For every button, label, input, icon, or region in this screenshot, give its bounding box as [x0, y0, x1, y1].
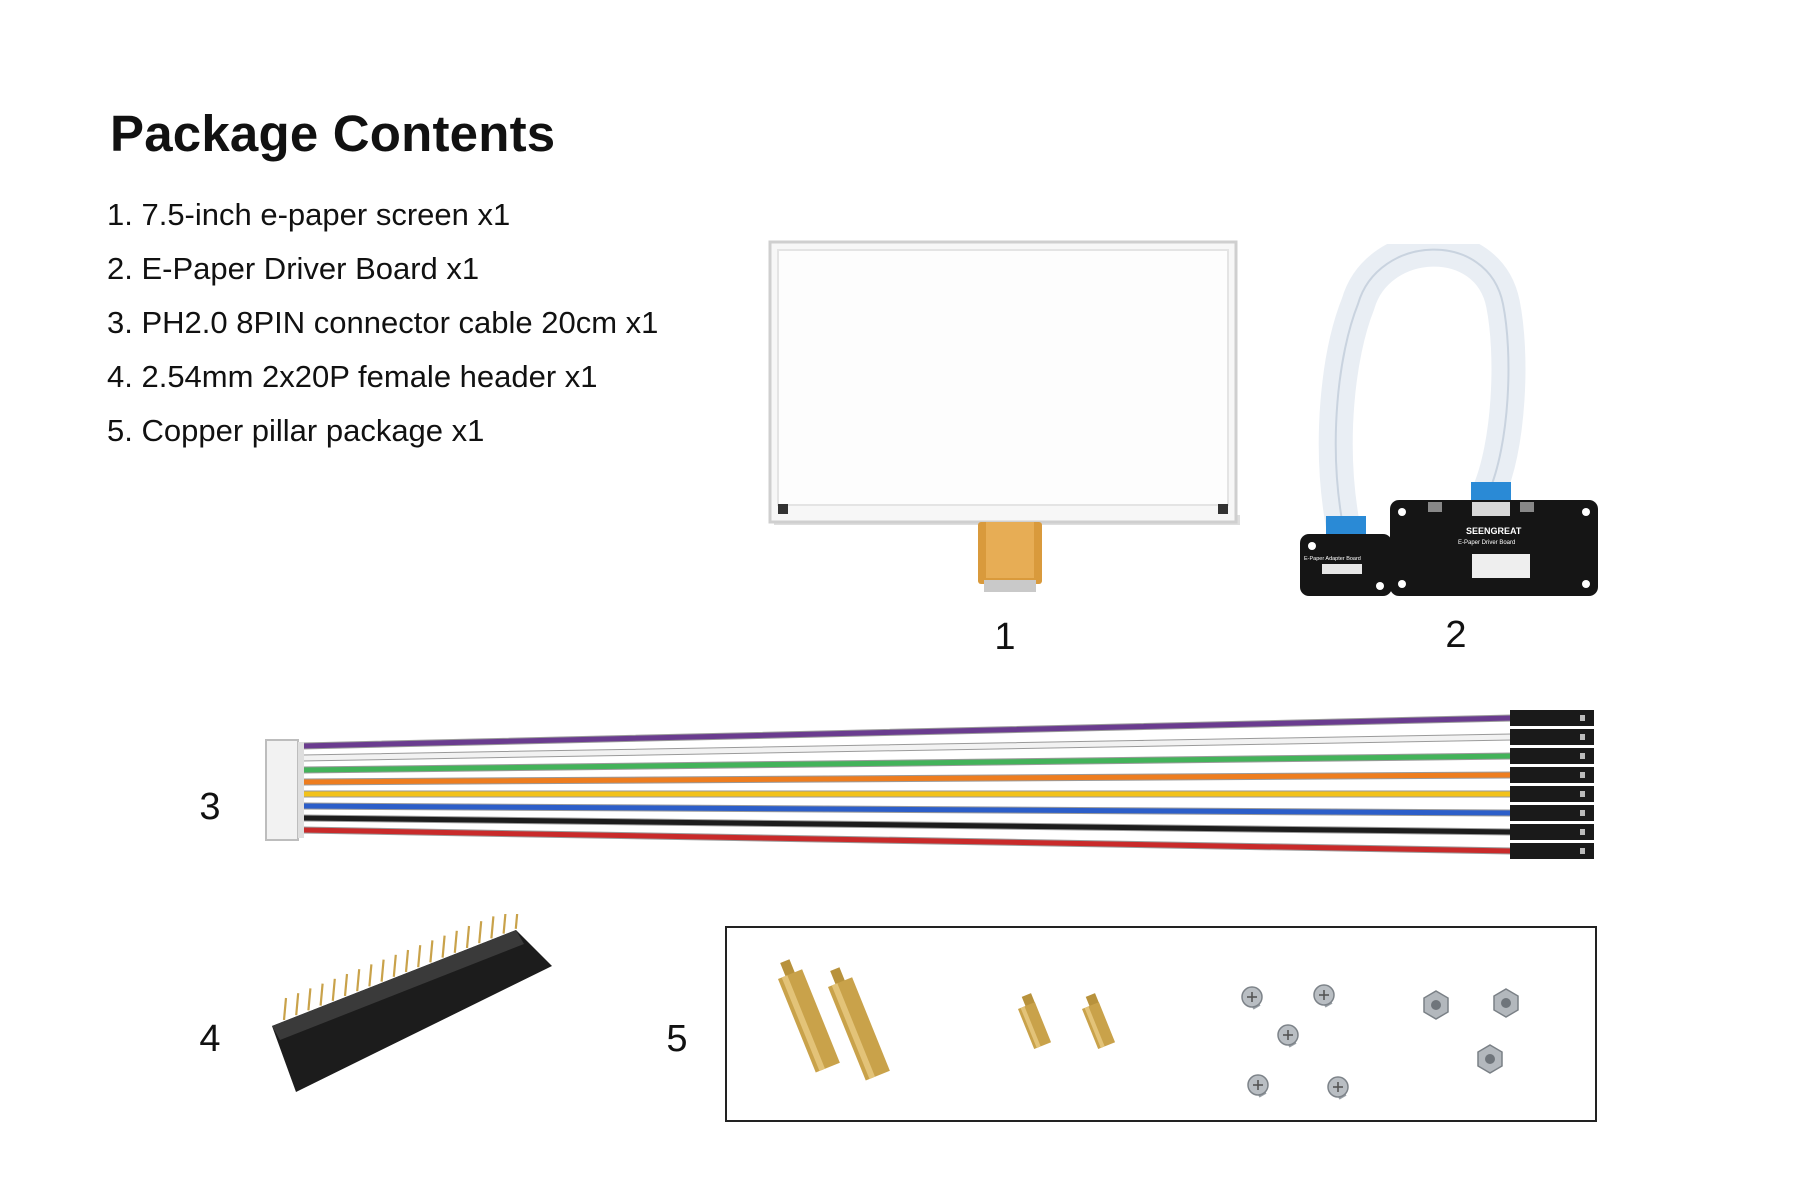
list-item: 4. 2.54mm 2x20P female header x1 — [107, 359, 598, 394]
screw — [1241, 986, 1263, 1010]
screw — [1277, 1024, 1299, 1048]
dupont-connector — [1510, 824, 1594, 840]
cable-wire — [299, 772, 1515, 785]
dupont-connector — [1510, 748, 1594, 764]
cable-wire — [299, 715, 1515, 749]
copper-pillar — [1018, 993, 1052, 1050]
item-number-5: 5 — [666, 1018, 688, 1060]
copper-pillar — [1082, 993, 1116, 1050]
board-adapter-label: E-Paper Adapter Board — [1304, 556, 1361, 562]
hex-nut — [1477, 1044, 1503, 1074]
cable-wire — [299, 734, 1515, 761]
driver-board-image: SEENGREAT E-Paper Driver Board E-Paper A… — [1300, 244, 1598, 596]
item-number-1: 1 — [994, 616, 1016, 658]
dupont-connector — [1510, 729, 1594, 745]
copper-pillar — [778, 959, 840, 1073]
cable-wire — [299, 753, 1515, 773]
dupont-connector — [1510, 767, 1594, 783]
hex-nut — [1423, 990, 1449, 1020]
item-number-3: 3 — [199, 786, 221, 828]
connector-cable-image — [265, 710, 1594, 859]
hex-nut — [1493, 988, 1519, 1018]
item-number-2: 2 — [1445, 614, 1467, 656]
screw — [1327, 1076, 1349, 1100]
item-number-4: 4 — [199, 1018, 221, 1060]
cable-wire — [299, 827, 1515, 854]
dupont-connector — [1510, 805, 1594, 821]
cable-wire — [299, 803, 1515, 816]
list-item: 5. Copper pillar package x1 — [107, 413, 485, 448]
board-driver-label: E-Paper Driver Board — [1458, 540, 1515, 546]
package-contents-list: 1. 7.5-inch e-paper screen x1 2. E-Paper… — [107, 195, 658, 465]
list-item: 1. 7.5-inch e-paper screen x1 — [107, 197, 511, 232]
female-header-image — [272, 914, 552, 1092]
page-title: Package Contents — [110, 105, 556, 162]
dupont-connector — [1510, 786, 1594, 802]
screw — [1313, 984, 1335, 1008]
list-item: 3. PH2.0 8PIN connector cable 20cm x1 — [107, 305, 659, 340]
screw — [1247, 1074, 1269, 1098]
cable-wire — [299, 815, 1515, 835]
dupont-connector — [1510, 710, 1594, 726]
dupont-connector — [1510, 843, 1594, 859]
copper-pillar-package-image — [725, 926, 1597, 1122]
list-item: 2. E-Paper Driver Board x1 — [107, 251, 480, 286]
epaper-screen-image — [768, 240, 1240, 592]
copper-pillar — [828, 967, 890, 1081]
board-brand-label: SEENGREAT — [1466, 526, 1522, 536]
